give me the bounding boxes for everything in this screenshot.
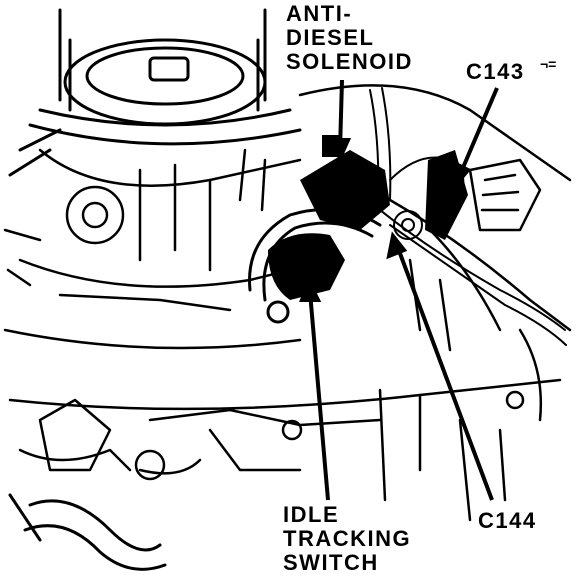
corner-mark: ¬= bbox=[540, 56, 557, 72]
c143-leader bbox=[460, 87, 499, 171]
c143-connector-body bbox=[425, 150, 468, 240]
idle-switch-arrowhead bbox=[299, 277, 322, 302]
anti-diesel-solenoid-label: ANTI- DIESEL SOLENOID bbox=[286, 1, 413, 74]
carburetor bbox=[8, 8, 302, 177]
idle-tracking-switch-label: IDLE TRACKING SWITCH bbox=[283, 502, 412, 575]
vacuum-hose bbox=[8, 493, 167, 571]
c144-leader bbox=[396, 247, 494, 501]
c144-arrowhead bbox=[386, 231, 408, 260]
c143-arrowhead bbox=[448, 158, 472, 187]
c144-label: C144 bbox=[478, 508, 537, 533]
idle-switch-leader bbox=[308, 291, 330, 501]
lower-engine-block bbox=[18, 388, 507, 522]
anti-diesel-solenoid-body bbox=[300, 150, 390, 230]
idle-tracking-switch-body bbox=[268, 233, 345, 300]
anti-diesel-arrowhead bbox=[328, 138, 352, 163]
c143-label: C143 bbox=[466, 59, 525, 84]
